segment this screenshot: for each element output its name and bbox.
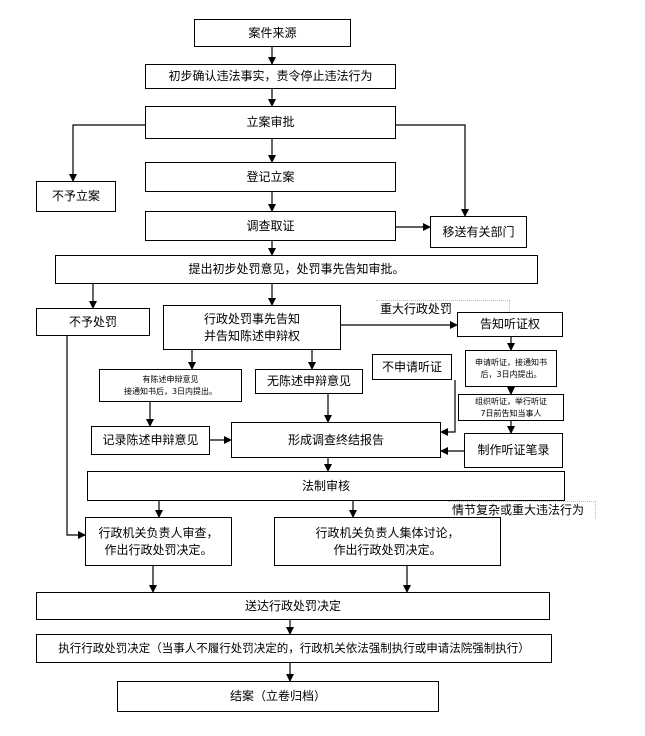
node-legal-review: 法制审核 — [87, 471, 565, 501]
node-deliver-decision: 送达行政处罚决定 — [36, 592, 550, 620]
node-no-hearing: 不申请听证 — [372, 354, 452, 380]
node-approval: 立案审批 — [145, 106, 396, 139]
collective-line1: 行政机关负责人集体讨论， — [315, 525, 460, 540]
node-apply-hearing: 申请听证，接通知书 后，3日内提出。 — [465, 350, 557, 387]
node-transfer: 移送有关部门 — [430, 216, 527, 248]
node-register: 登记立案 — [145, 162, 396, 192]
organize-hearing-line1: 组织听证，举行听证 — [475, 396, 547, 406]
apply-hearing-line2: 后，3日内提出。 — [480, 369, 542, 379]
node-final-report: 形成调查终结报告 — [231, 422, 441, 458]
node-execute-decision: 执行行政处罚决定（当事人不履行处罚决定的，行政机关依法强制执行或申请法院强制执行… — [36, 634, 552, 663]
prior-notice-line2: 并告知陈述申辩权 — [203, 328, 300, 343]
node-no-penalty: 不予处罚 — [36, 308, 150, 336]
node-no-statement: 无陈述申辩意见 — [255, 369, 363, 394]
node-close-case: 结案（立卷归档） — [117, 681, 439, 712]
arrow-nohearing-report — [440, 380, 456, 436]
node-penalty-opinion: 提出初步处罚意见，处罚事先告知审批。 — [55, 255, 538, 284]
arrow-nopenalty-headreview — [66, 336, 86, 539]
apply-hearing-line1: 申请听证，接通知书 — [475, 357, 547, 367]
node-organize-hearing: 组织听证，举行听证 7日前告知当事人 — [458, 394, 564, 421]
node-collective-discussion: 行政机关负责人集体讨论， 作出行政处罚决定。 — [274, 517, 501, 566]
node-prior-notice: 行政处罚事先告知 并告知陈述申辩权 — [163, 305, 341, 350]
arrow-approve-nocase — [69, 124, 145, 182]
node-initial-confirm: 初步确认违法事实，责令停止违法行为 — [145, 64, 396, 89]
node-record-statement: 记录陈述申辩意见 — [91, 426, 210, 455]
node-no-case: 不予立案 — [36, 181, 116, 212]
node-hearing-right: 告知听证权 — [457, 312, 563, 337]
node-case-source: 案件来源 — [194, 19, 351, 47]
has-statement-line2: 接通知书后，3日内提出。 — [123, 386, 218, 396]
arrow-approve-transfer — [396, 124, 469, 217]
organize-hearing-line2: 7日前告知当事人 — [480, 408, 542, 418]
node-hearing-notes: 制作听证笔录 — [464, 433, 563, 468]
prior-notice-line1: 行政处罚事先告知 — [203, 311, 300, 326]
node-has-statement: 有陈述申辩意见 接通知书后，3日内提出。 — [99, 369, 242, 402]
label-complex-case: 情节复杂或重大违法行为 — [448, 501, 596, 519]
has-statement-line1: 有陈述申辩意见 — [142, 374, 199, 384]
node-investigate: 调查取证 — [145, 211, 396, 241]
head-review-line2: 作出行政处罚决定。 — [104, 542, 213, 557]
head-review-line1: 行政机关负责人审查， — [98, 525, 219, 540]
collective-line2: 作出行政处罚决定。 — [333, 542, 442, 557]
node-head-review: 行政机关负责人审查， 作出行政处罚决定。 — [85, 517, 232, 566]
